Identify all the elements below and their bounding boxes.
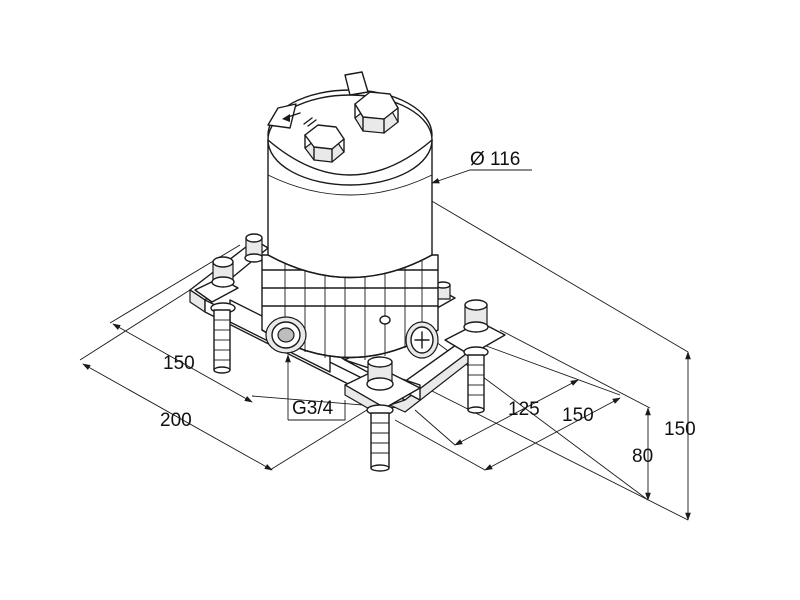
- label-width-150: 150: [562, 405, 594, 426]
- label-diameter: Ø 116: [470, 149, 520, 170]
- thread-leader-a: [288, 400, 346, 421]
- label-height-80: 80: [632, 446, 653, 467]
- dim-line-150-width: [484, 397, 621, 471]
- diameter-leader: [431, 169, 532, 184]
- label-width-125: 125: [508, 399, 540, 420]
- label-depth-200: 200: [160, 410, 192, 431]
- dimension-lines: [82, 169, 691, 521]
- cylinder-cap: [267, 71, 433, 186]
- label-thread: G3/4: [292, 398, 334, 419]
- right-foot-bolt: [435, 281, 506, 414]
- left-foot-bolt: [194, 256, 239, 374]
- dim-line-200-depth: [82, 363, 273, 471]
- left-port-g3-4: [265, 316, 307, 354]
- label-depth-150: 150: [163, 353, 195, 374]
- front-foot-bolt: [344, 356, 421, 472]
- flow-arrow-icon: [282, 112, 317, 127]
- hex-nut-right: [354, 91, 399, 134]
- right-port: [379, 315, 439, 359]
- rear-bolt: [244, 233, 264, 263]
- hex-nut-left: [304, 124, 345, 163]
- label-height-150: 150: [664, 419, 696, 440]
